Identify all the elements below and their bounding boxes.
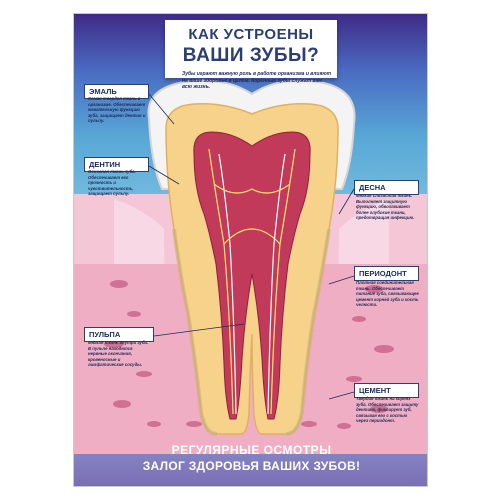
bone-pattern [104,280,394,429]
cement-line [172,228,331,436]
label-enamel: ЭМАЛЬ [84,84,149,99]
pulp-shape [193,131,311,420]
tooth-diagram [74,79,427,454]
label-periodont-name: ПЕРИОДОНТ [359,269,407,278]
desc-pulp: Мягкая ткань внутри зуба. В пульпе наход… [88,340,149,368]
title-line-1: КАК УСТРОЕНЫ [188,26,314,43]
label-periodont: ПЕРИОДОНТ [354,266,419,281]
desc-gum: Мягкая слизистая ткань. Выполняет защитн… [356,193,415,221]
title-box: КАК УСТРОЕНЫ ВАШИ ЗУБЫ? [165,20,337,78]
intro-text: Зубы играют важную роль в работе организ… [182,71,332,90]
bottom-slogan-line-1: РЕГУЛЯРНЫЕ ОСМОТРЫ [171,443,332,457]
title-line-2: ВАШИ ЗУБЫ? [182,45,320,66]
pointer-lines [148,93,355,400]
poster: КАК УСТРОЕНЫ ВАШИ ЗУБЫ? Зубы играют важн… [73,13,428,487]
label-cement-name: ЦЕМЕНТ [359,386,391,395]
label-gum: ДЕСНА [354,180,419,195]
label-enamel-name: ЭМАЛЬ [89,87,117,96]
label-pulp-name: ПУЛЬПА [89,330,121,339]
desc-dentin: Основная ткань зуба. Обеспечивает его пр… [88,169,136,197]
label-pulp: ПУЛЬПА [84,327,154,342]
desc-enamel: Самая твердая ткань в организме. Обеспеч… [88,96,146,124]
desc-cement: Твердая ткань на корнях зуба. Обеспечива… [356,396,419,424]
nerves [208,148,296,415]
bottom-slogan-line-2: ЗАЛОГ ЗДОРОВЬЯ ВАШИХ ЗУБОВ! [142,459,361,473]
label-dentin: ДЕНТИН [84,157,149,172]
label-dentin-name: ДЕНТИН [89,160,121,169]
label-cement: ЦЕМЕНТ [354,383,419,398]
desc-periodont: Плотная соединительная ткань. Обеспечива… [356,280,419,308]
label-gum-name: ДЕСНА [359,183,386,192]
